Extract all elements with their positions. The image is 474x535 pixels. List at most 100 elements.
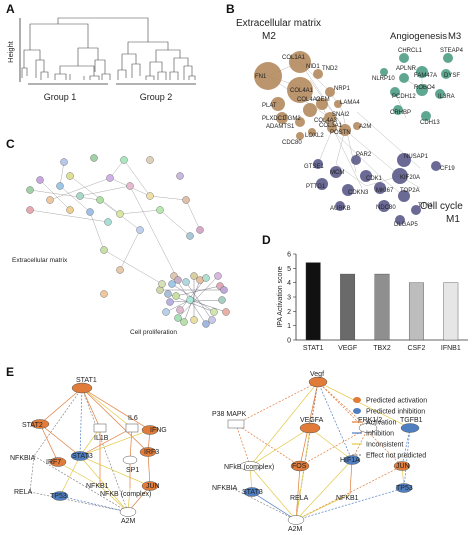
node-chrcl1 — [399, 53, 409, 63]
right-node-label: FOS — [292, 463, 307, 470]
node-loxl2 — [308, 128, 316, 136]
left-node-label: JUN — [146, 483, 160, 490]
node-col1a1 — [289, 51, 311, 73]
m1-gene: CDKN3 — [348, 190, 369, 196]
ppi-node — [220, 286, 228, 294]
right-node-label: VEGFA — [300, 417, 324, 424]
node-irf7 — [49, 457, 67, 467]
node-cf19 — [431, 161, 441, 171]
m1-gene: DLGAP5 — [394, 222, 418, 228]
m3-gene: APLNR — [396, 66, 417, 72]
ppi-node — [106, 174, 114, 182]
module-m1-labels: GTSE1 PAR2 NUSAP1 CF19 MCM CDK1 KIF20A P… — [304, 152, 455, 228]
ppi-node — [180, 318, 188, 326]
legend-label: Inconsistent — [366, 442, 403, 449]
panel-c-edges — [29, 159, 201, 285]
ppi-node — [76, 192, 84, 200]
ppi-node — [26, 186, 34, 194]
ppi-node — [136, 226, 144, 234]
node-il3ra — [435, 89, 445, 99]
m2-gene: POSTN — [330, 130, 351, 136]
m2-gene: A2M — [359, 124, 371, 130]
ppi-node — [100, 246, 108, 254]
node-kif20a — [392, 168, 408, 184]
left-node-label: STAT2 — [22, 422, 43, 429]
node-gtse1 — [313, 159, 323, 169]
ppi-node — [36, 176, 44, 184]
ppi-node — [96, 196, 104, 204]
cluster-label-prolif: Cell proliferation — [130, 329, 177, 336]
node-stat2 — [30, 419, 50, 429]
group-1-label: Group 1 — [44, 92, 77, 102]
node-col3a1 — [327, 123, 337, 133]
ppi-node — [190, 316, 198, 324]
ppi-node — [196, 226, 204, 234]
m1-gene: KIF20A — [400, 175, 420, 181]
node-stat3-right — [243, 487, 261, 497]
m2-gene: LAMA4 — [340, 100, 360, 106]
node-cdkn3 — [342, 184, 354, 196]
m2-gene: LOXL2 — [305, 133, 324, 139]
panel-a: A Height — [6, 2, 196, 102]
panel-b-label: B — [226, 2, 235, 16]
cluster-label-ecm: Extracellular matrix — [12, 257, 68, 264]
m2-gene: NID1 — [306, 64, 320, 70]
node-cdc80 — [296, 132, 304, 140]
ppi-node — [46, 196, 54, 204]
node-dysf — [441, 69, 451, 79]
node-p38-mapk — [227, 419, 245, 429]
left-node-label: IL6 — [128, 415, 138, 422]
node-ndc80 — [378, 200, 390, 212]
legend-label: Effect not predicted — [366, 453, 426, 460]
ppi-node — [210, 308, 218, 316]
ppi-node — [86, 208, 94, 216]
y-tick-label: 2 — [287, 309, 291, 316]
node-pttg1 — [316, 178, 328, 190]
left-node-label: NFKB (complex) — [100, 491, 151, 498]
left-node-label: NFKBIA — [10, 455, 36, 462]
y-tick-label: 6 — [287, 252, 291, 259]
node-erk12 — [358, 423, 378, 433]
node-crhbp — [393, 105, 403, 115]
bar-ifnb1 — [443, 282, 459, 341]
node-jun — [141, 481, 159, 491]
ppi-node — [100, 290, 108, 298]
legend-label: Inhibition — [366, 431, 394, 438]
node-postn — [339, 124, 351, 136]
node-stat3 — [70, 451, 90, 461]
m2-gene: SNAI2 — [332, 112, 350, 118]
node-par2 — [351, 155, 361, 165]
left-node-label: NFKB1 — [86, 483, 109, 490]
node-top2a — [398, 190, 410, 202]
right-node-label: TP53 — [396, 485, 413, 492]
right-node-label: STAT3 — [242, 489, 263, 496]
node-a2m — [119, 507, 137, 517]
left-node-label: SP1 — [126, 467, 139, 474]
ppi-node — [156, 206, 164, 214]
node-tp53-right — [395, 483, 413, 493]
m1-gene: TOP2A — [400, 188, 420, 194]
right-node-label: Vegf — [310, 371, 324, 378]
y-tick-label: 1 — [287, 323, 291, 330]
legend-marker — [353, 408, 361, 414]
x-tick-label: VEGF — [338, 345, 357, 352]
node-cdk1 — [360, 170, 372, 182]
y-tick-label: 4 — [287, 280, 291, 287]
m1-gene: MCM — [330, 170, 344, 176]
m1-gene: MKI67 — [376, 188, 394, 194]
m2-gene: TGM2 — [284, 116, 301, 122]
node-plat — [271, 97, 285, 111]
m3-gene: PCDH12 — [392, 94, 416, 100]
panel-a-ylabel: Height — [6, 40, 15, 63]
panel-c: C — [6, 137, 230, 336]
right-node-label: RELA — [290, 495, 309, 502]
group-2-label: Group 2 — [140, 92, 173, 102]
node-mki67 — [374, 182, 386, 194]
left-node-label: A2M — [121, 518, 136, 525]
m1-gene: PTTG1 — [306, 184, 326, 190]
m1-gene: TTK1 — [418, 203, 433, 209]
module-m3-name: Angiogenesis — [390, 31, 447, 42]
node-gem — [316, 98, 328, 110]
